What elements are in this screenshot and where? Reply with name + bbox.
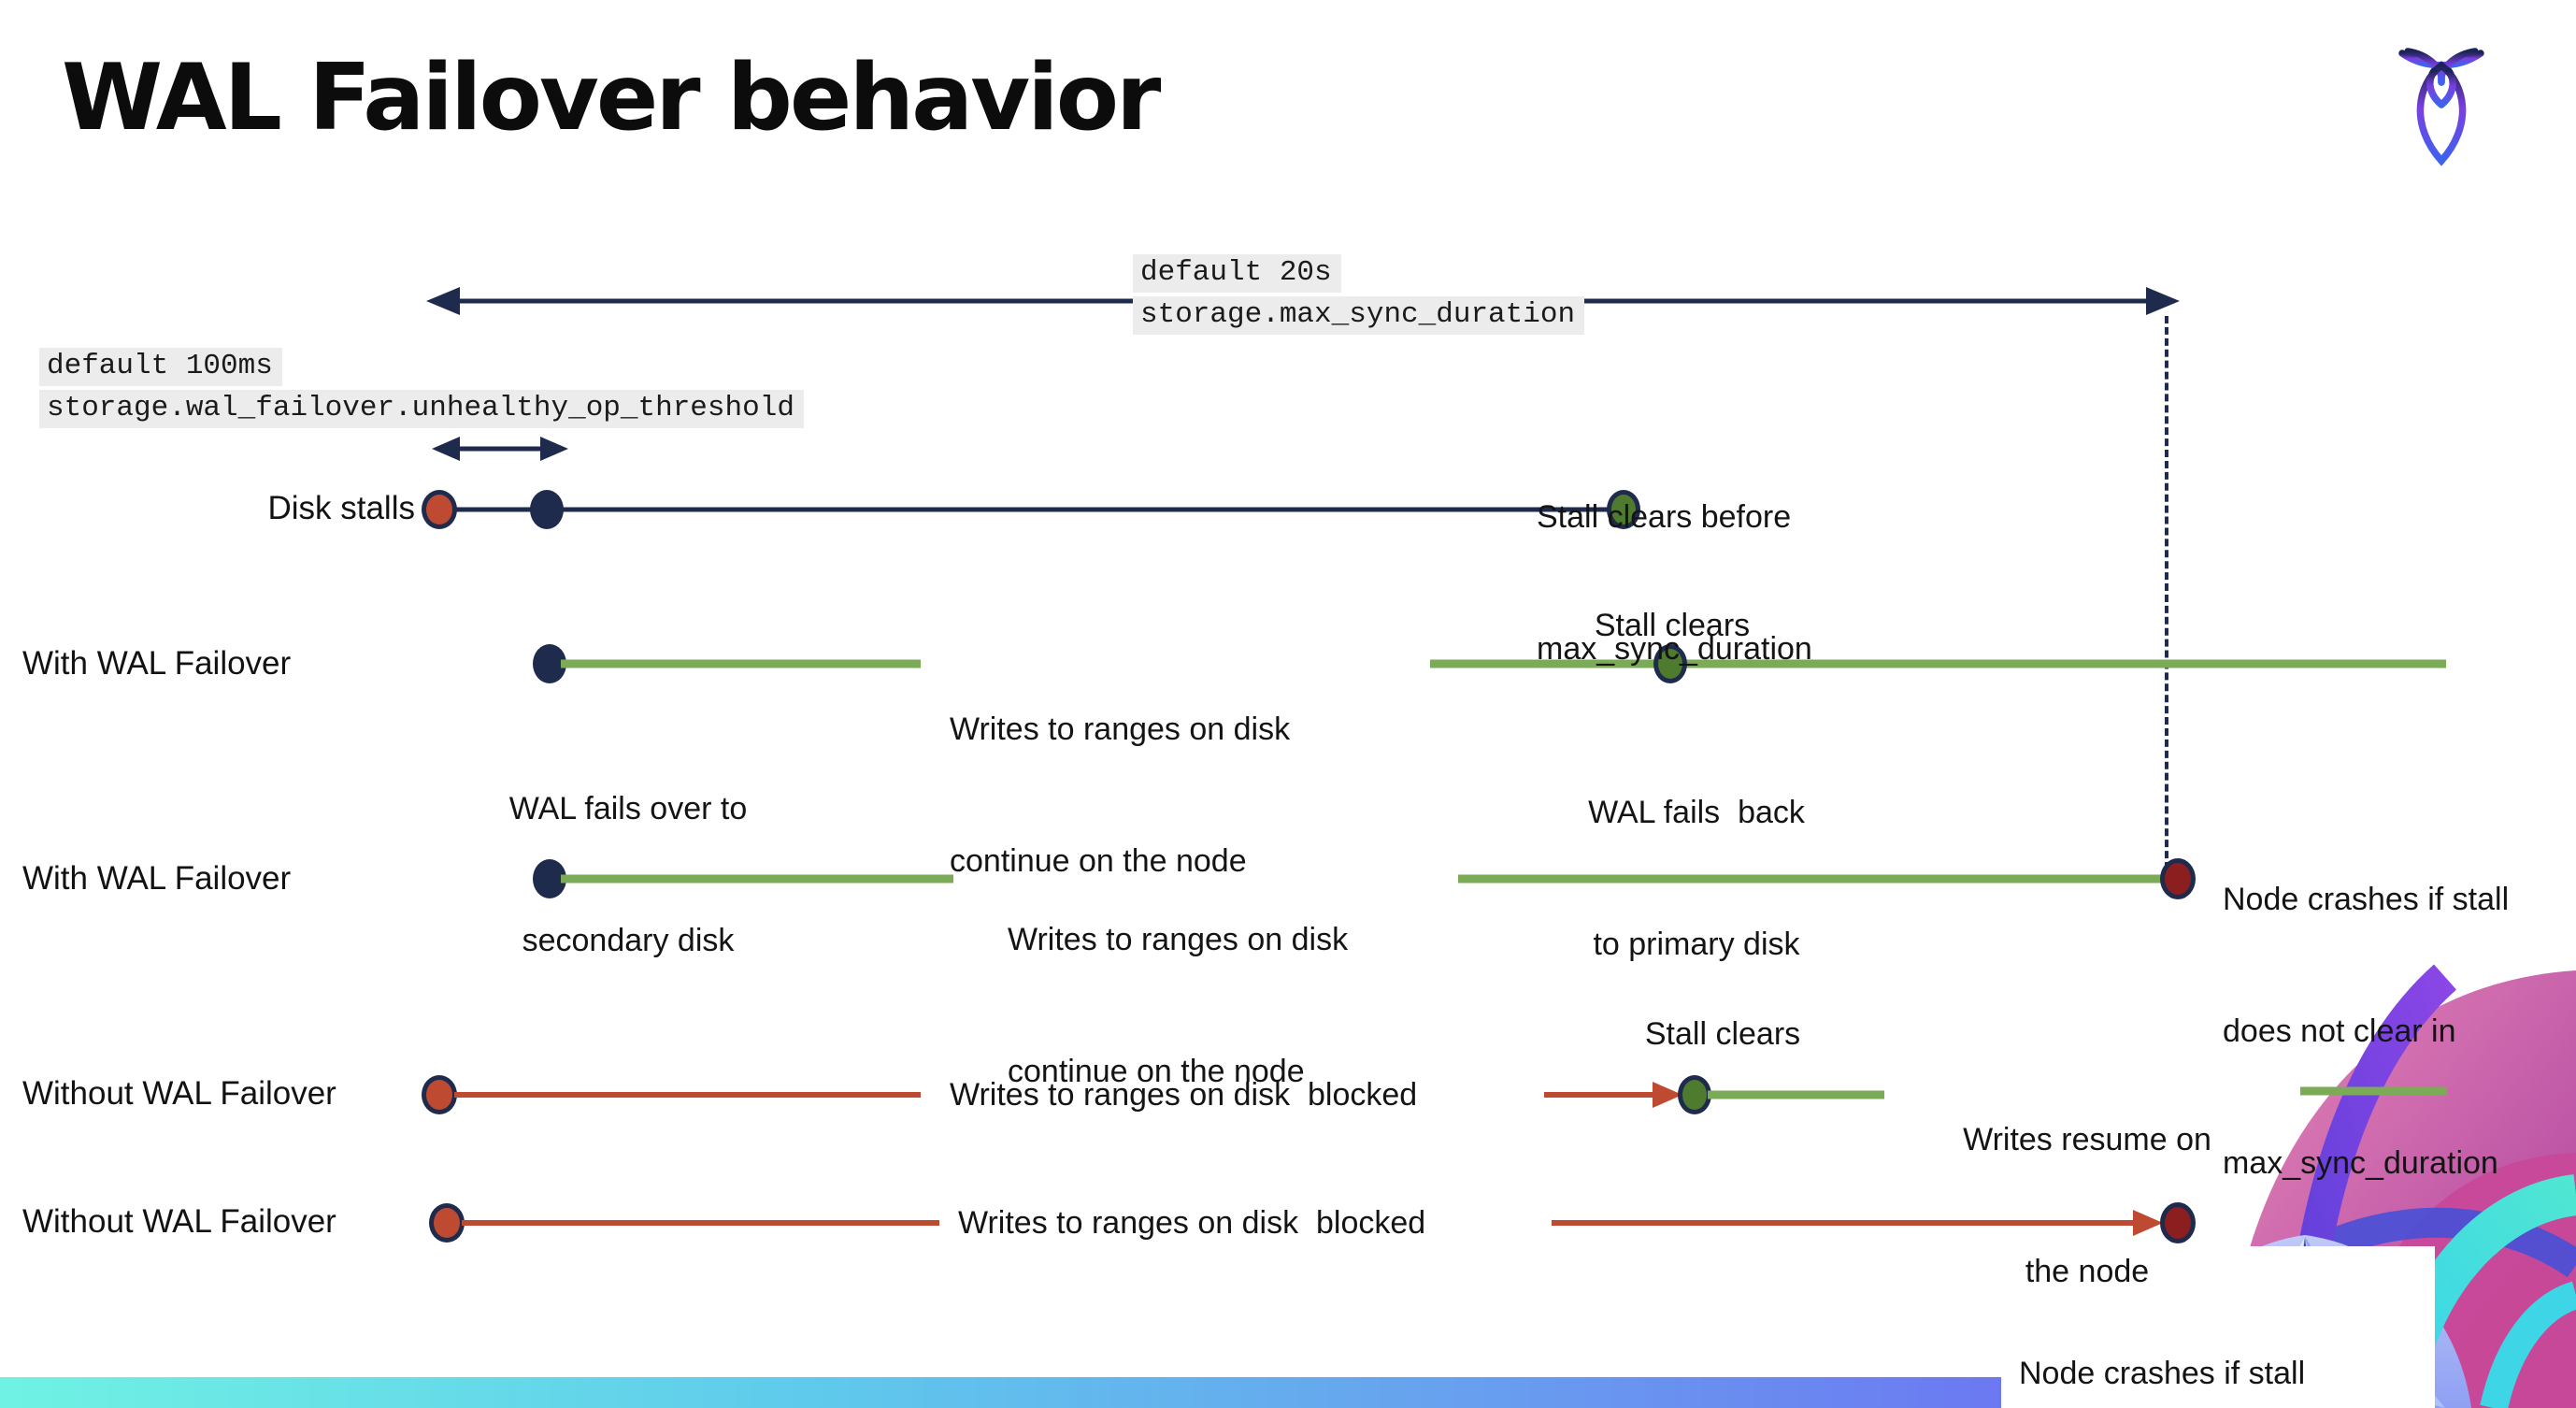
node-crash-dot — [2160, 858, 2196, 899]
config-setting-name: storage.max_sync_duration — [1133, 296, 1585, 335]
cockroach-logo-icon — [2398, 48, 2484, 166]
row-label-without-wal-failover: Without WAL Failover — [22, 1203, 336, 1240]
arrowhead-right-icon — [1653, 1082, 1682, 1108]
node-crash-dot — [2160, 1202, 2196, 1243]
arrowhead-right-icon — [2133, 1210, 2163, 1236]
writes-blocked-line — [454, 1092, 921, 1098]
writes-blocked-line — [1552, 1220, 2133, 1226]
note-wal-fails-over: WAL fails over to secondary disk — [508, 791, 748, 958]
note-stall-clears: Stall clears — [1644, 1016, 1801, 1052]
config-label-unhealthy-op-threshold: default 100ms storage.wal_failover.unhea… — [39, 348, 804, 432]
config-label-max-sync-duration: default 20s storage.max_sync_duration — [1133, 254, 1585, 338]
config-setting-name: storage.wal_failover.unhealthy_op_thresh… — [39, 390, 804, 428]
config-default-value: default 20s — [1133, 254, 1341, 293]
writes-blocked-line — [1544, 1092, 1654, 1098]
arrowhead-left-icon — [432, 437, 460, 461]
row-label-disk-stalls: Disk stalls — [267, 490, 415, 526]
writes-blocked-line — [462, 1220, 939, 1226]
note-stall-clears-before: Stall clears before max_sync_duration — [1537, 499, 1812, 667]
stall-clears-dot — [1653, 644, 1687, 683]
arrowhead-left-icon — [426, 287, 460, 315]
row-label-with-wal-failover: With WAL Failover — [22, 860, 292, 897]
note-node-crashes: Node crashes if stall does not clear in … — [2019, 1356, 2306, 1391]
row-label-without-wal-failover: Without WAL Failover — [22, 1075, 336, 1112]
note-writes-continue: Writes to ranges on disk continue on the… — [1008, 922, 1349, 1089]
threshold-arrow-line — [454, 446, 540, 452]
disk-stall-timeline — [439, 507, 1610, 512]
note-writes-resume: Writes resume on the node — [1963, 1122, 2211, 1289]
art-teal-arc-small — [2480, 1281, 2576, 1408]
note-wal-fails-back: WAL fails back to primary disk — [1588, 795, 1805, 962]
note-node-crashes: Node crashes if stall does not clear in … — [2223, 882, 2510, 1181]
arrowhead-right-icon — [2146, 287, 2180, 315]
config-default-value: default 100ms — [39, 348, 282, 386]
note-stall-clears: Stall clears — [1594, 608, 1751, 643]
writes-continue-line — [561, 659, 921, 668]
note-writes-blocked: Writes to ranges on disk blocked — [958, 1205, 1426, 1241]
arrowhead-right-icon — [540, 437, 568, 461]
stall-clears-dot — [1607, 490, 1640, 529]
threshold-dot — [530, 490, 564, 529]
stall-start-dot — [422, 490, 457, 529]
note-writes-blocked: Writes to ranges on disk blocked — [950, 1077, 1418, 1113]
writes-continue-line — [1458, 874, 2164, 884]
writes-resume-line — [2300, 1086, 2447, 1096]
writes-continue-line — [561, 874, 953, 884]
writes-continue-line — [1430, 659, 2446, 668]
deadline-dashed-line — [2165, 316, 2168, 869]
page-title: WAL Failover behavior — [62, 45, 1161, 151]
note-writes-continue: Writes to ranges on disk continue on the… — [950, 711, 1291, 879]
row-label-with-wal-failover: With WAL Failover — [22, 645, 292, 682]
callout-box — [2001, 1246, 2435, 1408]
writes-resume-line — [1708, 1090, 1884, 1099]
